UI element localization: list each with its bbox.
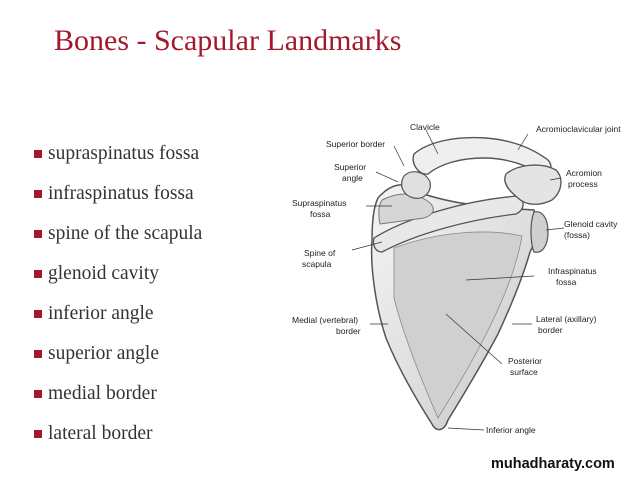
slide-title: Bones - Scapular Landmarks [54,24,402,57]
label-acromioclavicular-joint: Acromioclavicular joint [536,124,621,134]
label-spine-of-scapula-2: scapula [302,259,332,269]
list-item-label: supraspinatus fossa [48,143,200,164]
bullet-square-icon [34,350,42,358]
label-medial-border-1: Medial (vertebral) [292,315,358,325]
acromion-shape [504,164,562,205]
list-item-label: spine of the scapula [48,223,203,244]
label-posterior-surface-1: Posterior [508,356,542,366]
label-supraspinatus-fossa-2: fossa [310,209,331,219]
label-supraspinatus-fossa-1: Supraspinatus [292,198,346,208]
label-glenoid-cavity-1: Glenoid cavity [564,219,618,229]
list-item: supraspinatus fossa [34,134,202,174]
list-item-label: lateral border [48,423,153,444]
list-item: medial border [34,374,202,414]
label-lateral-border-2: border [538,325,563,335]
list-item-label: glenoid cavity [48,263,160,284]
coracoid-shape [401,171,431,199]
bullet-square-icon [34,430,42,438]
list-item-label: superior angle [48,343,160,364]
label-superior-angle-2: angle [342,173,363,183]
label-spine-of-scapula-1: Spine of [304,248,336,258]
label-posterior-surface-2: surface [510,367,538,377]
list-item-label: medial border [48,383,157,404]
label-acromion-process-1: Acromion [566,168,602,178]
label-superior-angle-1: Superior [334,162,366,172]
label-superior-border: Superior border [326,139,385,149]
label-clavicle: Clavicle [410,122,440,132]
list-item: glenoid cavity [34,254,202,294]
scapular-spine-shape [372,195,524,253]
list-item-label: infraspinatus fossa [48,183,194,204]
label-lateral-border-1: Lateral (axillary) [536,314,597,324]
bullet-square-icon [34,390,42,398]
label-glenoid-cavity-2: (fossa) [564,230,590,240]
watermark: muhadharaty.com [491,456,615,472]
label-inferior-angle: Inferior angle [486,425,536,435]
scapula-illustration: Clavicle Acromioclavicular joint Superio… [292,122,621,435]
label-infraspinatus-fossa-2: fossa [556,277,577,287]
list-item: lateral border [34,414,202,454]
list-item: superior angle [34,334,202,374]
bullet-square-icon [34,270,42,278]
label-acromion-process-2: process [568,179,598,189]
list-item: infraspinatus fossa [34,174,202,214]
bullet-square-icon [34,230,42,238]
bullet-square-icon [34,190,42,198]
label-medial-border-2: border [336,326,361,336]
landmark-list: supraspinatus fossa infraspinatus fossa … [34,134,202,454]
label-infraspinatus-fossa-1: Infraspinatus [548,266,597,276]
list-item-label: inferior angle [48,303,154,324]
list-item: spine of the scapula [34,214,202,254]
list-item: inferior angle [34,294,202,334]
bullet-square-icon [34,310,42,318]
bullet-square-icon [34,150,42,158]
glenoid-cavity-shape [530,211,549,253]
